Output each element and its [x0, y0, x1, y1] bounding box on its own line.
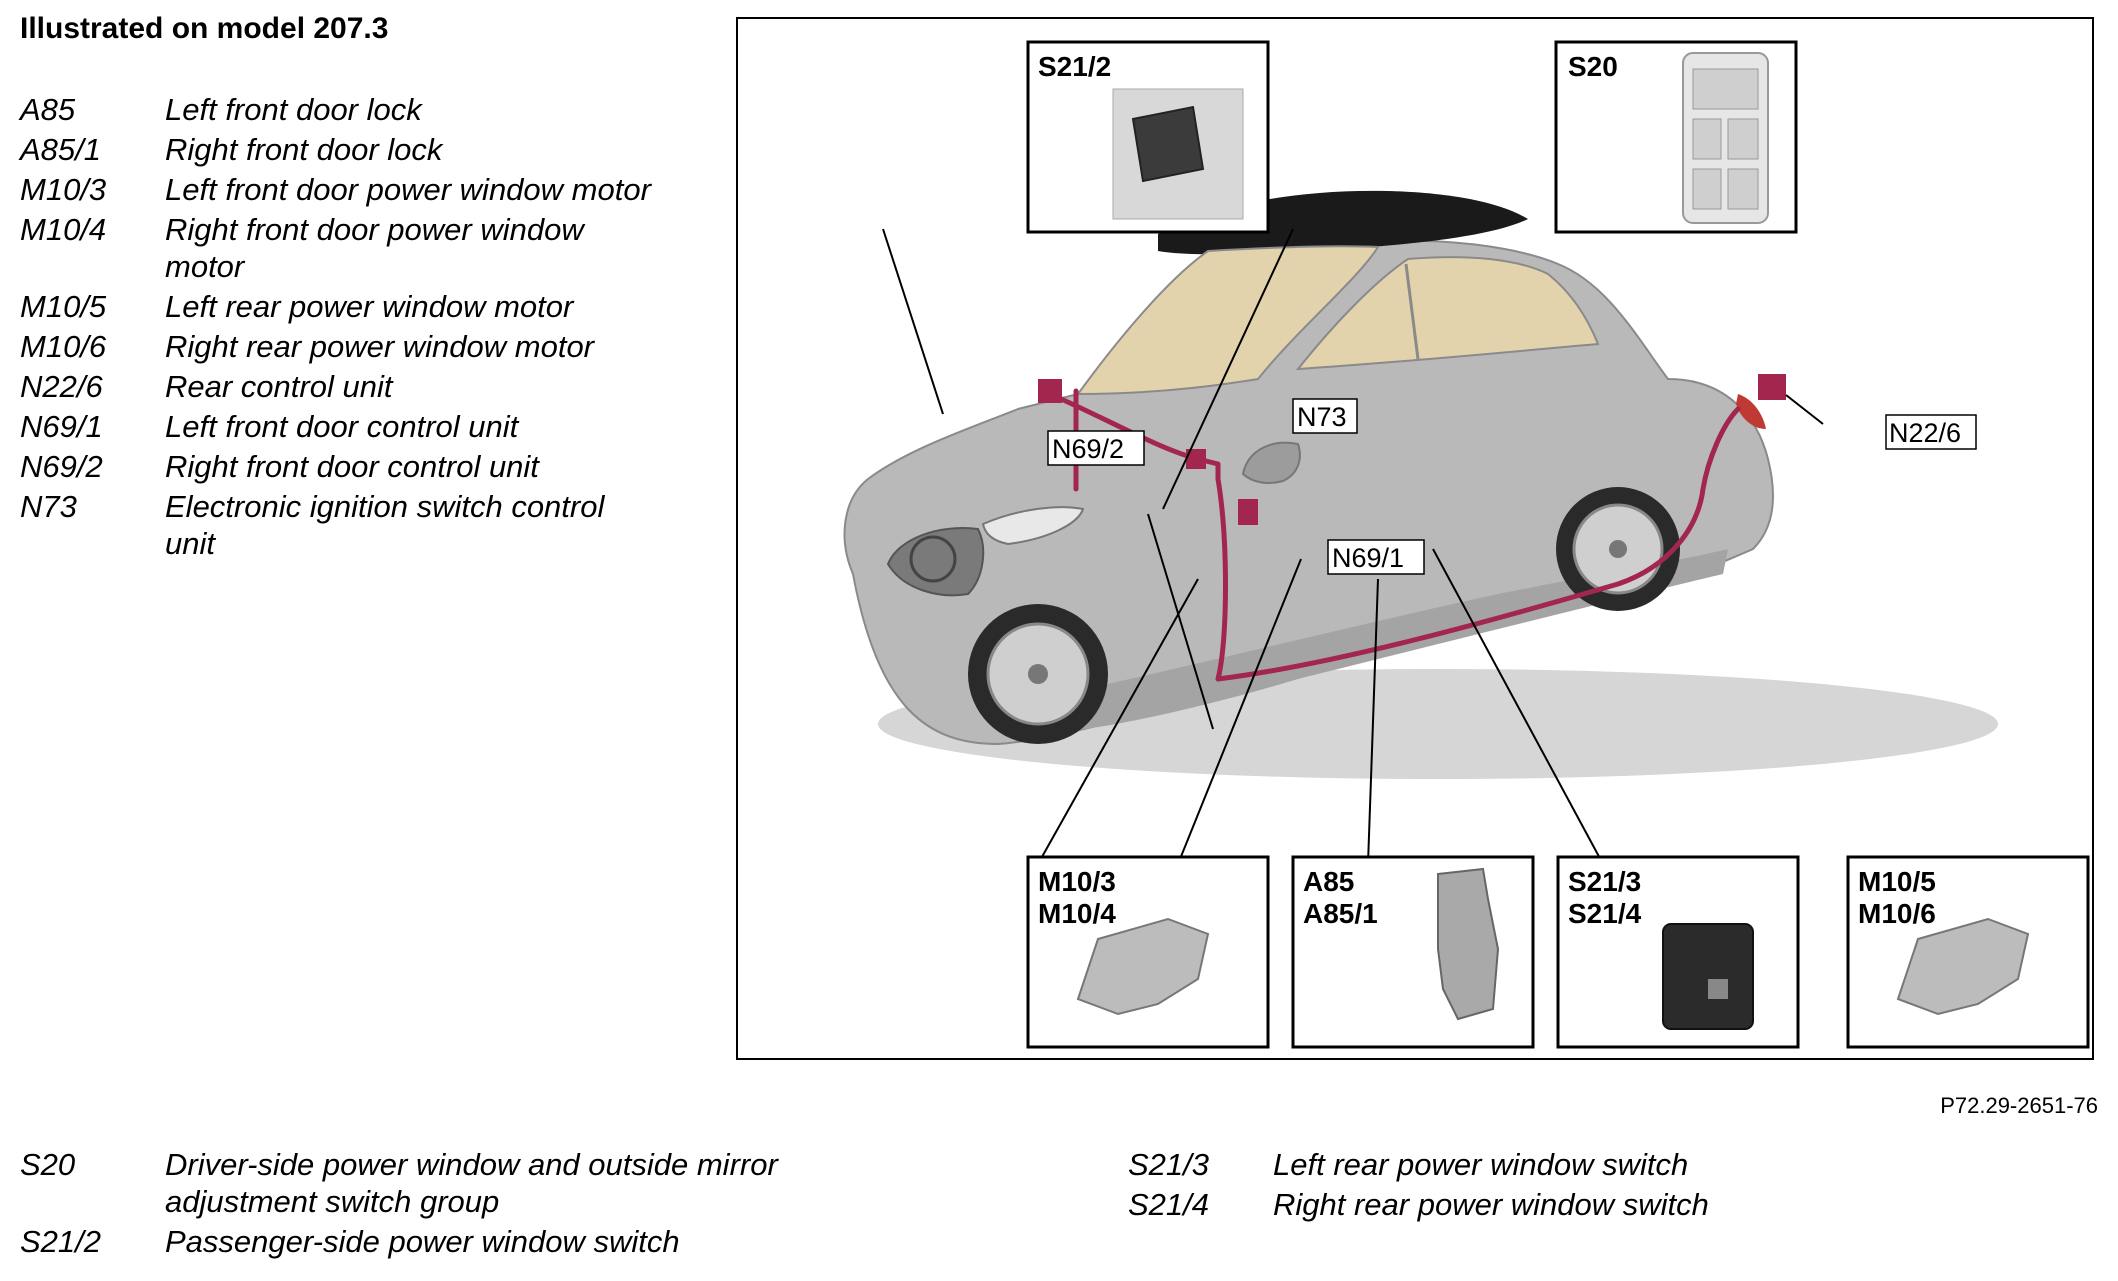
legend-item: N69/2 Right front door control unit: [20, 448, 660, 485]
legend-description: Rear control unit: [165, 369, 393, 404]
legend-item: S21/4 Right rear power window switch: [1128, 1186, 1888, 1223]
car-grille: [886, 527, 985, 597]
inset-m10-5-label: M10/5: [1858, 866, 1936, 897]
callout-n69-1: N69/1: [1327, 539, 1425, 575]
car-diagram: S21/2 S20 M10/3 M10/4 A85 A85/1: [843, 40, 2090, 1049]
legend-code: N69/2: [20, 449, 103, 484]
callout-n69-2: N69/2: [1047, 430, 1145, 466]
legend-description: Driver-side power window and outside mir…: [165, 1147, 778, 1219]
n73-module: [1186, 449, 1206, 469]
legend-description: Right rear power window motor: [165, 329, 595, 364]
figure-reference-code: P72.29-2651-76: [1940, 1093, 2098, 1118]
legend-item: M10/4 Right front door power window motor: [20, 211, 660, 285]
car-windshield: [1076, 245, 1380, 396]
car-b-pillar: [1404, 263, 1420, 360]
inset-s21-4-label: S21/4: [1568, 898, 1642, 929]
legend-item: M10/6 Right rear power window motor: [20, 328, 660, 365]
callout-n73: N73: [1292, 398, 1358, 434]
legend-description: Left rear power window switch: [1273, 1147, 1689, 1182]
legend-description: Right front door power window motor: [165, 212, 584, 284]
inset-m10-5-m10-6: M10/5 M10/6: [1846, 855, 2090, 1049]
inset-a85-label: A85: [1303, 866, 1354, 897]
inset-s21-3-label: S21/3: [1568, 866, 1641, 897]
legend-code: M10/4: [20, 212, 107, 247]
legend-description: Passenger-side power window switch: [165, 1224, 680, 1259]
legend-item: S21/3 Left rear power window switch: [1128, 1146, 1888, 1183]
rear-window-switch-icon: [1662, 923, 1754, 1030]
inset-a85-a85-1: A85 A85/1: [1291, 855, 1535, 1049]
inset-s20: S20: [1554, 40, 1798, 234]
legend-description: Electronic ignition switch control unit: [165, 489, 605, 561]
inset-a85-1-label: A85/1: [1303, 898, 1378, 929]
inset-s20-label: S20: [1568, 51, 1618, 82]
callout-n69-2-label: N69/2: [1052, 434, 1124, 464]
car-tail-light: [1736, 394, 1766, 429]
legend-description: Left front door lock: [165, 92, 422, 127]
legend-description: Left front door power window motor: [165, 172, 651, 207]
legend-code: M10/5: [20, 289, 107, 324]
legend-code: S20: [20, 1147, 76, 1182]
legend-code: N69/1: [20, 409, 103, 444]
legend-code: S21/3: [1128, 1147, 1210, 1182]
legend-description: Right rear power window switch: [1273, 1187, 1709, 1222]
legend-code: A85: [20, 92, 76, 127]
legend-item: S21/2 Passenger-side power window switch: [20, 1223, 840, 1260]
legend-code: M10/6: [20, 329, 107, 364]
legend-code: S21/2: [20, 1224, 102, 1259]
legend-item: M10/3 Left front door power window motor: [20, 171, 660, 208]
legend-item: N73 Electronic ignition switch control un…: [20, 488, 660, 562]
inset-m10-4-label: M10/4: [1038, 898, 1116, 929]
n22-6-module: [1758, 374, 1786, 400]
door-lock-icon: [1437, 867, 1500, 1021]
callout-n73-label: N73: [1297, 402, 1347, 432]
rear-wheel: [1556, 487, 1680, 611]
legend-item: N69/1 Left front door control unit: [20, 408, 660, 445]
page-title: Illustrated on model 207.3: [20, 12, 389, 45]
inset-m10-3-label: M10/3: [1038, 866, 1116, 897]
inset-m10-3-m10-4: M10/3 M10/4: [1026, 855, 1270, 1049]
n69-1-module: [1238, 499, 1258, 525]
callout-n22-6: N22/6: [1885, 414, 1977, 450]
inset-s21-3-s21-4: S21/3 S21/4: [1556, 855, 1800, 1049]
legend-code: N22/6: [20, 369, 103, 404]
legend-code: N73: [20, 489, 77, 524]
legend-item: A85/1 Right front door lock: [20, 131, 660, 168]
window-switch-icon: [1131, 105, 1205, 183]
inset-m10-6-label: M10/6: [1858, 898, 1936, 929]
legend-item: A85 Left front door lock: [20, 91, 660, 128]
legend-description: Right front door lock: [165, 132, 443, 167]
legend-code: S21/4: [1128, 1187, 1210, 1222]
car-headlight: [981, 506, 1085, 546]
legend-item: N22/6 Rear control unit: [20, 368, 660, 405]
rear-window-motor-icon: [1896, 917, 2030, 1016]
legend-description: Left front door control unit: [165, 409, 519, 444]
leader-lines: [882, 228, 1824, 865]
n69-2-module: [1038, 379, 1062, 403]
car-side-window: [1295, 256, 1600, 371]
inset-s21-2: S21/2: [1026, 40, 1270, 234]
car-side-mirror: [1241, 441, 1301, 484]
legend-description: Left rear power window motor: [165, 289, 574, 324]
legend-bottom-left-list: S20 Driver-side power window and outside …: [20, 1146, 840, 1263]
window-motor-icon: [1076, 917, 1210, 1016]
legend-item: S20 Driver-side power window and outside …: [20, 1146, 840, 1220]
inset-s21-2-label: S21/2: [1038, 51, 1111, 82]
mercedes-star-icon: [909, 535, 957, 583]
front-wheel: [968, 604, 1108, 744]
callout-n69-1-label: N69/1: [1332, 543, 1404, 573]
legend-code: M10/3: [20, 172, 107, 207]
callout-n22-6-label: N22/6: [1889, 418, 1961, 448]
car-rocker-panel: [1038, 549, 1728, 734]
diagram-frame: S21/2 S20 M10/3 M10/4 A85 A85/1: [736, 17, 2094, 1060]
legend-description: Right front door control unit: [165, 449, 539, 484]
legend-item: M10/5 Left rear power window motor: [20, 288, 660, 325]
legend-code: A85/1: [20, 132, 102, 167]
